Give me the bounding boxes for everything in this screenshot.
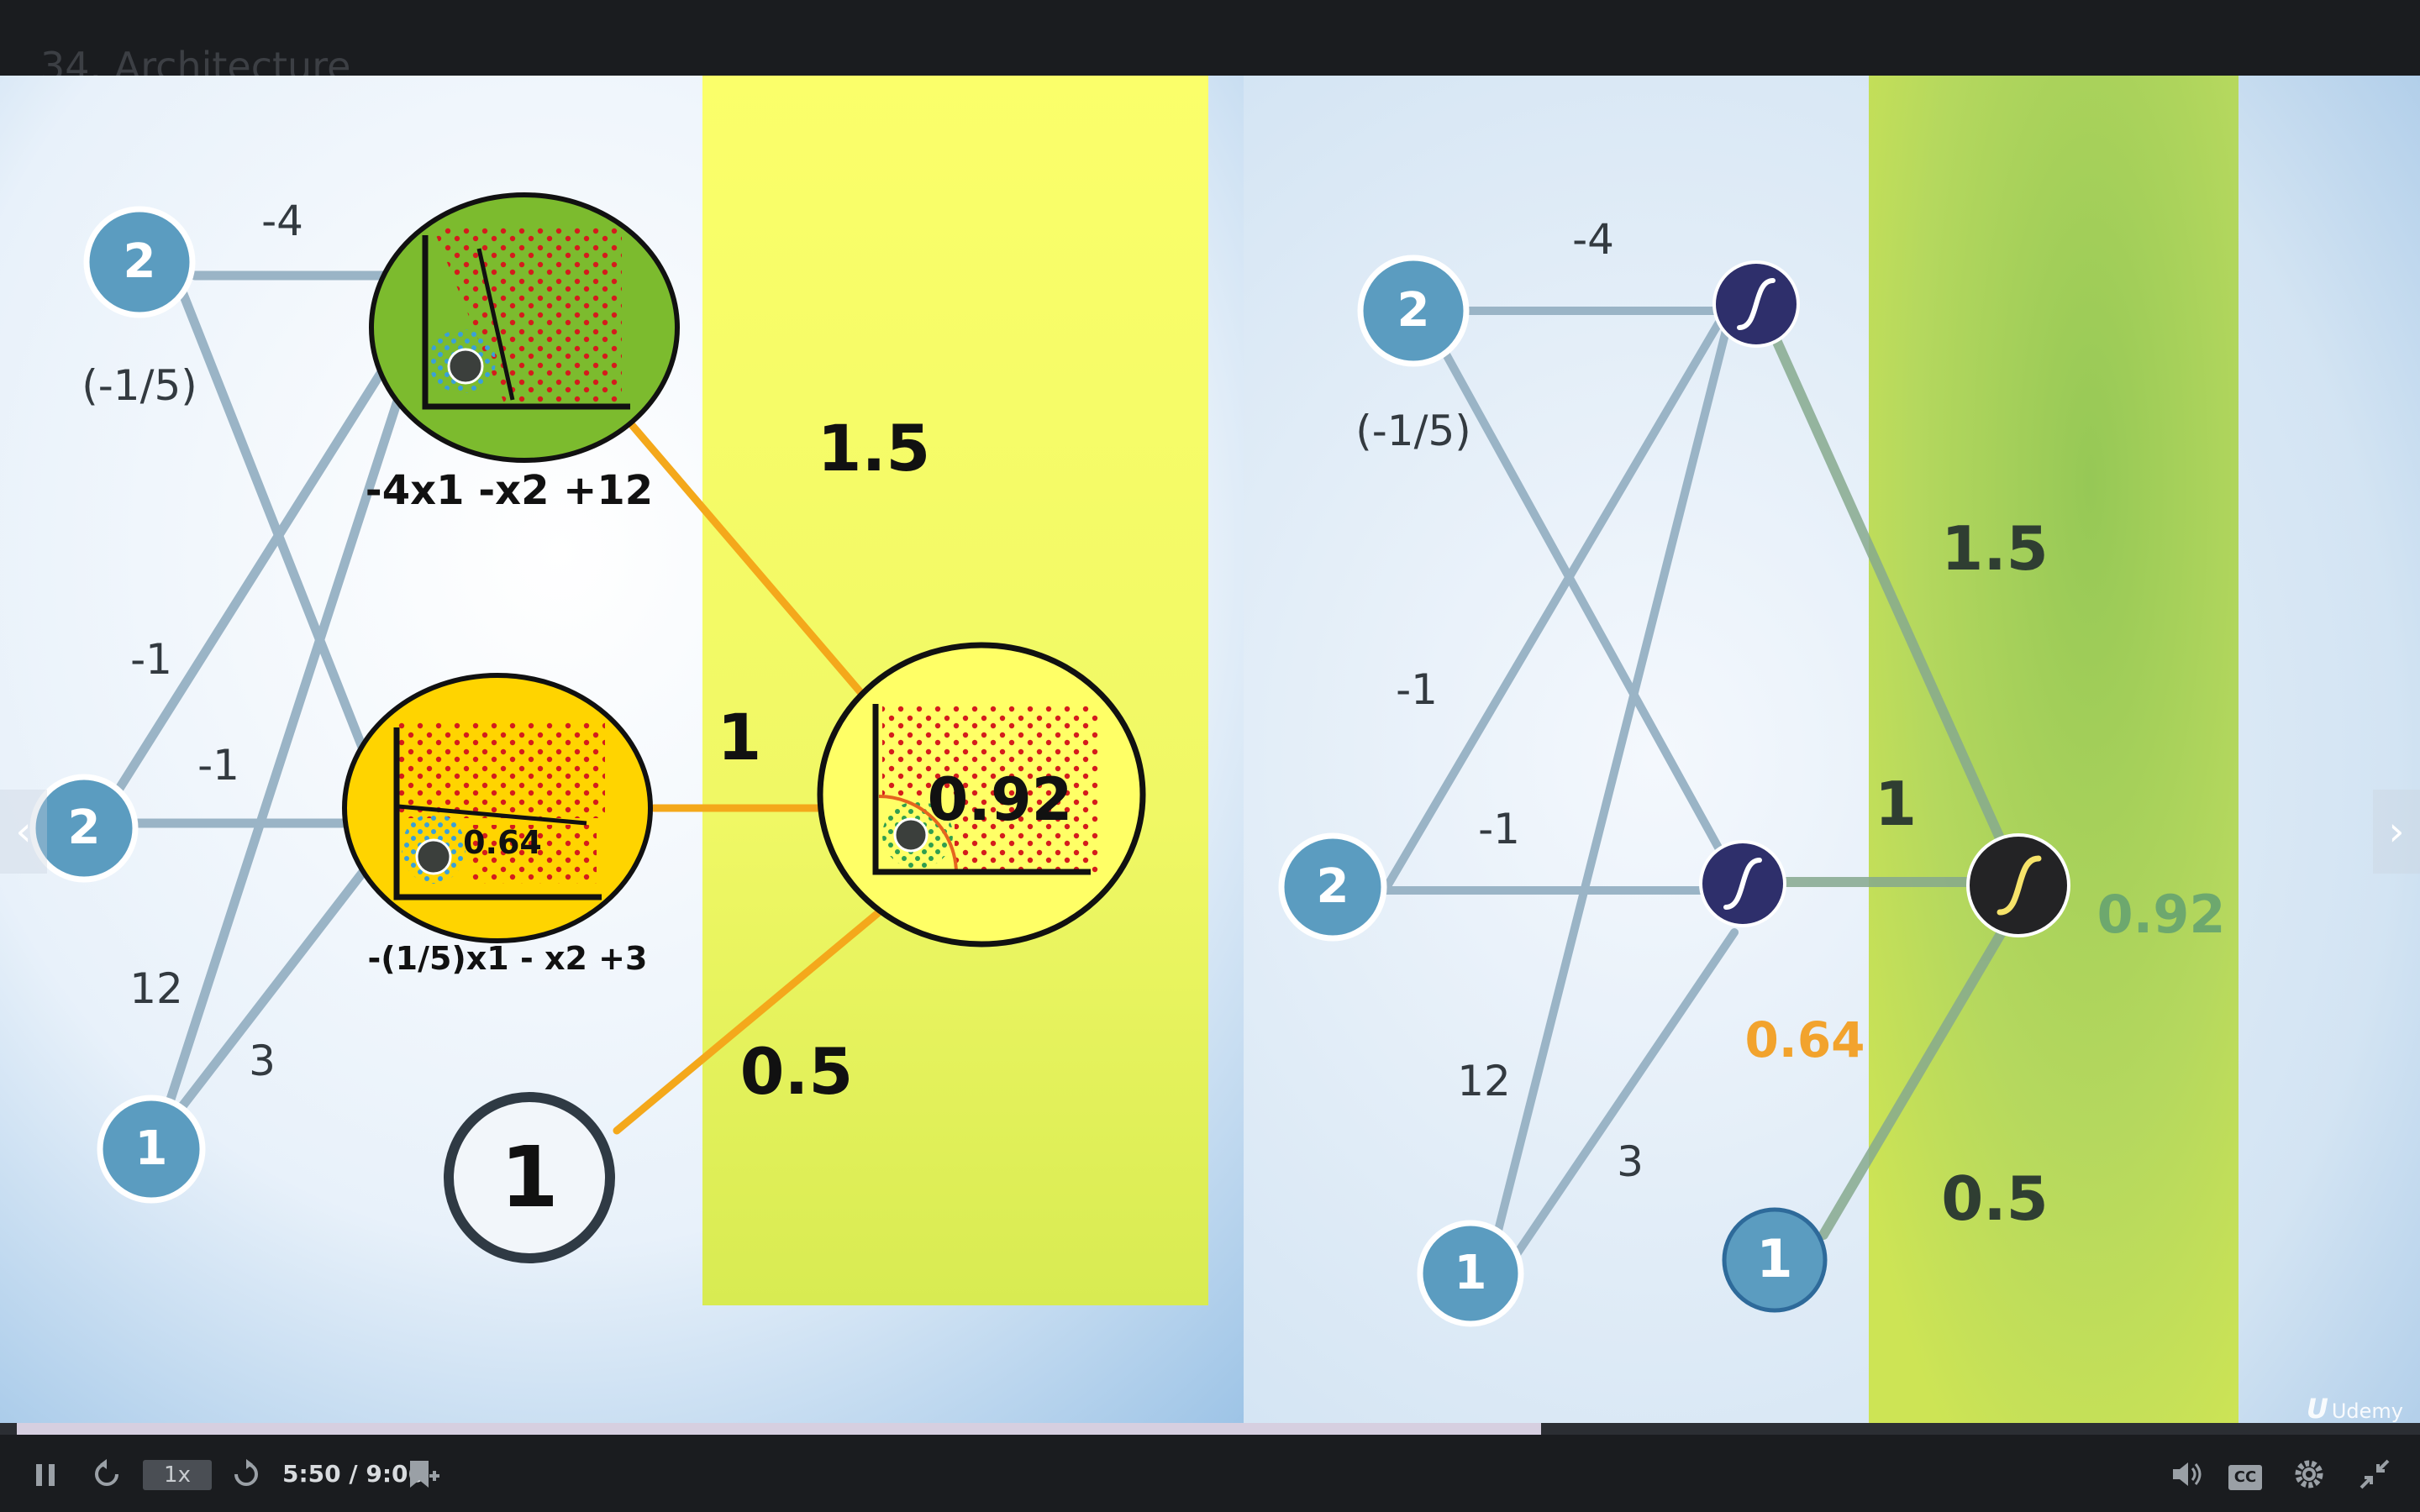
right-output-weight-label: 0.5 (1941, 1163, 2049, 1234)
highlight-band-right (1869, 76, 2238, 1436)
right-input-3-value: 1 (1455, 1246, 1487, 1300)
slide-canvas: 2 2 1 -4 (-1/5) -1 -1 12 3 -4x1 -x2 +12 (0, 76, 2420, 1436)
video-frame[interactable]: 2 2 1 -4 (-1/5) -1 -1 12 3 -4x1 -x2 +12 (0, 76, 2420, 1436)
forward-icon[interactable] (230, 1457, 262, 1491)
sigmoid-node-output (1966, 833, 2070, 937)
chevron-right-icon: › (2388, 808, 2405, 855)
perceptron-top-equation: -4x1 -x2 +12 (366, 467, 653, 514)
chevron-left-icon: ‹ (15, 808, 32, 855)
udemy-logo-icon: U (2306, 1393, 2328, 1425)
left-weight-label: -1 (130, 635, 172, 684)
left-input-node-2 (29, 774, 139, 883)
left-bias-node (444, 1092, 615, 1263)
left-network-diagram: 2 2 1 -4 (-1/5) -1 -1 12 3 -4x1 -x2 +12 (29, 192, 1146, 1263)
right-output-bias-node (1722, 1207, 1828, 1313)
right-bias-value: 1 (1756, 1228, 1792, 1289)
pause-icon[interactable] (34, 1457, 59, 1491)
left-weight-label: 12 (129, 964, 183, 1013)
previous-lecture-button[interactable]: ‹ (0, 790, 47, 874)
output-probability: 0.92 (928, 765, 1073, 834)
right-weight-label: 3 (1617, 1137, 1644, 1186)
brand-name: Udemy (2331, 1399, 2403, 1423)
right-input-node-bias (1417, 1220, 1524, 1327)
left-input-1-value: 2 (124, 234, 156, 289)
right-input-2-value: 2 (1317, 859, 1349, 914)
captions-button[interactable]: CC (2228, 1457, 2265, 1491)
right-weight-label: (-1/5) (1355, 407, 1471, 455)
left-input-3-value: 1 (135, 1121, 168, 1176)
left-weight-label: 3 (249, 1037, 276, 1085)
rewind-icon[interactable] (91, 1457, 123, 1491)
perceptron-top-green (369, 192, 680, 463)
captions-icon: CC (2228, 1465, 2262, 1490)
sigmoid-node-middle (1699, 840, 1786, 927)
right-input-1-value: 2 (1397, 283, 1430, 338)
playback-time: 5:50 / 9:06 (282, 1460, 425, 1488)
fullscreen-exit-icon[interactable] (2358, 1457, 2391, 1491)
next-lecture-button[interactable]: › (2373, 790, 2420, 874)
output-weight-label: 1.5 (818, 411, 931, 486)
right-weight-label: -1 (1478, 805, 1520, 853)
output-weight-label: 1 (718, 700, 762, 774)
right-weight-label: 12 (1457, 1057, 1511, 1105)
right-input-node-1 (1357, 255, 1470, 367)
bookmark-add-icon[interactable] (405, 1457, 440, 1491)
perceptron-bottom-yellow: 0.64 (342, 673, 653, 943)
right-weight-label: -1 (1396, 665, 1438, 714)
left-input-node-1 (83, 206, 196, 318)
perceptron-bottom-value: 0.64 (463, 824, 542, 861)
output-weight-label: 0.5 (740, 1034, 854, 1109)
hidden-activation-value: 0.64 (1744, 1011, 1865, 1068)
right-input-node-2 (1278, 832, 1387, 942)
progress-bar-fill (17, 1423, 1541, 1435)
left-weight-label: -1 (197, 741, 239, 790)
perceptron-bottom-equation: -(1/5)x1 - x2 +3 (368, 940, 648, 977)
volume-icon[interactable] (2170, 1457, 2203, 1491)
playback-speed-button[interactable]: 1x (143, 1460, 212, 1490)
right-output-weight-label: 1.5 (1941, 513, 2049, 584)
settings-icon[interactable] (2292, 1457, 2326, 1491)
left-input-2-value: 2 (68, 801, 101, 855)
perceptron-output: 0.92 (817, 642, 1146, 948)
sigmoid-node-top (1712, 260, 1800, 348)
left-weight-label: (-1/5) (82, 361, 197, 410)
right-network-diagram: 2 2 1 1 -4 (-1/5) -1 -1 12 3 0.64 0.92 1… (1278, 215, 2226, 1327)
title-bar (0, 0, 2420, 76)
right-output-weight-label: 1 (1875, 769, 1917, 839)
left-input-node-bias (97, 1095, 206, 1204)
player-controls (0, 1435, 2420, 1512)
left-weight-label: -4 (261, 197, 303, 245)
network-output-value: 0.92 (2097, 884, 2226, 945)
left-bias-value: 1 (500, 1128, 559, 1226)
right-weight-label: -4 (1572, 215, 1614, 264)
